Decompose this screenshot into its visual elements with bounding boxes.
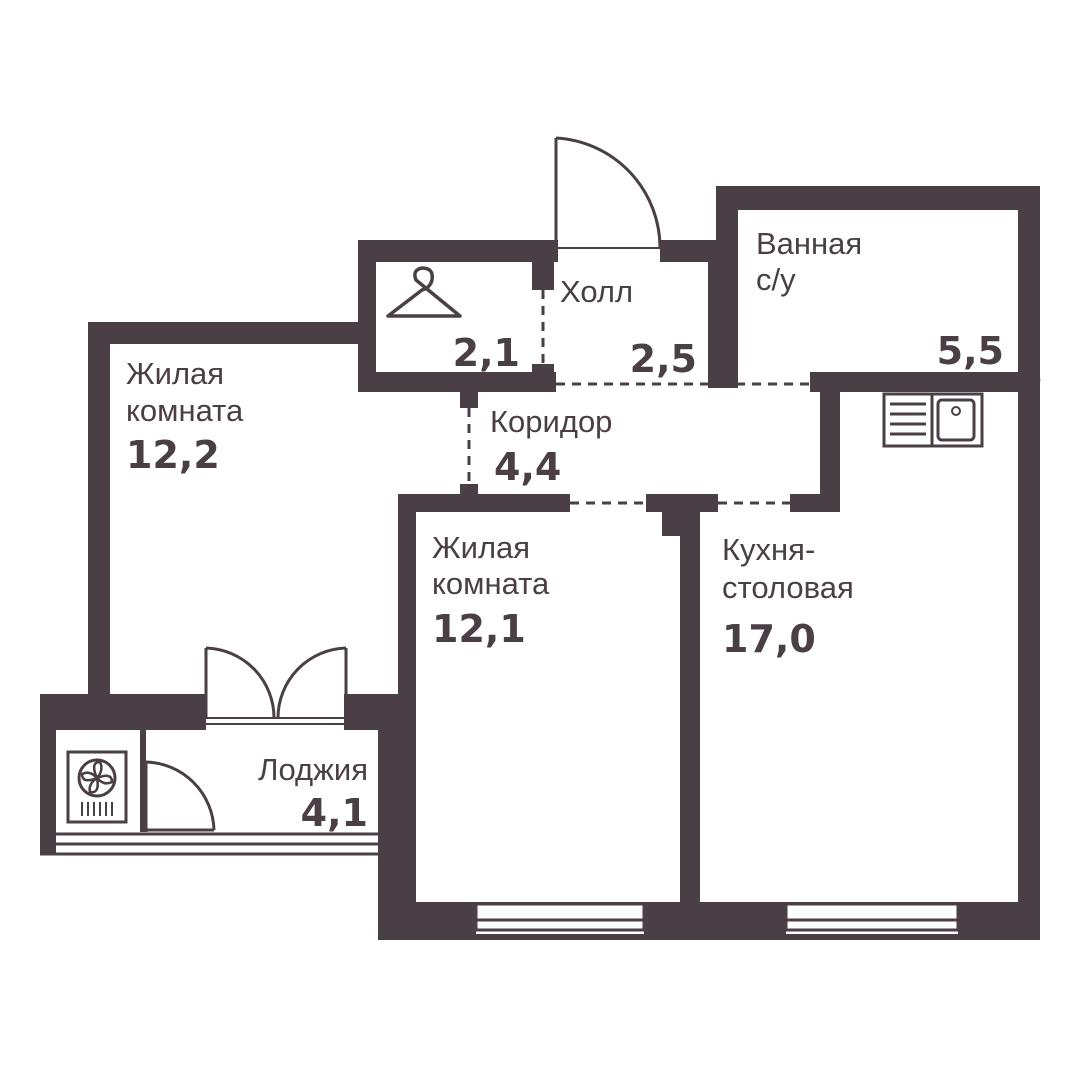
room-name: Ванная <box>756 226 862 261</box>
hanger-icon <box>386 266 462 318</box>
room-closet: 2,1 <box>453 331 520 375</box>
room-living-mid: Жилая комната 12,1 <box>432 530 550 651</box>
wall <box>40 694 56 854</box>
room-boundaries <box>467 290 810 505</box>
room-area: 5,5 <box>937 329 1004 373</box>
room-name: Холл <box>560 274 633 309</box>
room-name: Коридор <box>490 404 612 439</box>
room-area: 4,1 <box>301 791 368 835</box>
room-area: 12,1 <box>432 607 526 651</box>
room-name: Лоджия <box>258 752 368 787</box>
wall <box>358 240 558 262</box>
wall <box>680 494 700 940</box>
room-area: 17,0 <box>722 617 816 661</box>
wall <box>378 694 416 940</box>
walls <box>40 186 1040 940</box>
wall <box>140 730 146 832</box>
wall <box>358 372 556 392</box>
wall <box>790 494 838 512</box>
room-bathroom: Ванная с/у 5,5 <box>756 226 1004 373</box>
room-name: комната <box>126 393 244 428</box>
room-area: 12,2 <box>126 433 220 477</box>
loggia-rail <box>40 832 378 856</box>
wall <box>460 484 478 498</box>
sink-icon <box>882 392 984 448</box>
room-loggia: Лоджия 4,1 <box>258 752 368 835</box>
windows <box>474 902 960 934</box>
doors <box>144 136 662 832</box>
wall <box>532 364 554 384</box>
wall <box>460 392 478 408</box>
wall <box>716 186 738 388</box>
wall <box>532 262 554 290</box>
room-name: Жилая <box>126 356 224 391</box>
wall <box>810 372 1040 392</box>
room-name: столовая <box>722 570 854 605</box>
ac-unit-icon <box>66 750 128 824</box>
wall <box>1018 186 1040 940</box>
wall <box>716 186 1040 210</box>
wall <box>662 494 684 536</box>
wall <box>40 694 206 730</box>
wall <box>358 240 376 392</box>
wall <box>88 322 110 694</box>
room-area: 2,5 <box>630 337 697 381</box>
room-hall: Холл 2,5 <box>560 274 697 381</box>
wall <box>820 388 840 512</box>
room-area: 2,1 <box>453 331 520 375</box>
room-name: с/у <box>756 262 796 297</box>
wall <box>344 694 398 730</box>
room-kitchen: Кухня- столовая 17,0 <box>722 532 854 661</box>
room-name: Кухня- <box>722 532 815 567</box>
room-name: комната <box>432 566 550 601</box>
wall <box>88 322 358 344</box>
room-living-left: Жилая комната 12,2 <box>126 356 244 477</box>
wall <box>660 240 720 262</box>
room-name: Жилая <box>432 530 530 565</box>
wall <box>398 494 570 512</box>
room-area: 4,4 <box>494 445 561 489</box>
room-corridor: Коридор 4,4 <box>490 404 612 489</box>
